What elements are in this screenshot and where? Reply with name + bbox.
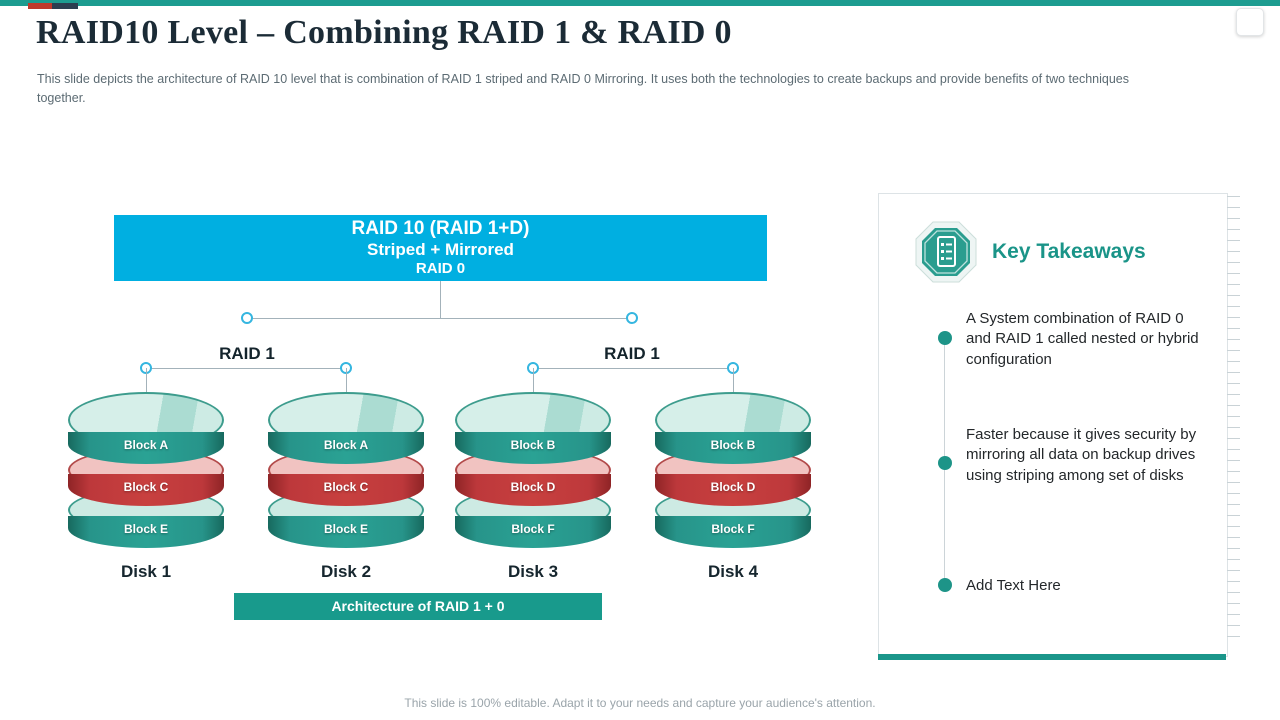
block-label: Block A [268, 432, 424, 464]
disk-label: Disk 1 [120, 562, 172, 581]
block-label: Block E [68, 516, 224, 548]
corner-note-icon[interactable] [1236, 8, 1264, 36]
block-label: Block B [455, 432, 611, 464]
disk-label: Disk 2 [320, 562, 372, 581]
raid10-line3: RAID 0 [415, 260, 466, 278]
block-label: Block A [68, 432, 224, 464]
disk-stack-4: Block B Block D Block F [655, 392, 811, 550]
block-label: Block C [68, 474, 224, 506]
connector-disk-stem [733, 368, 734, 398]
bullet-dot [938, 578, 952, 592]
connector-top-rail [247, 318, 632, 319]
panel-bottom-bar [878, 654, 1226, 660]
checklist-badge-icon [914, 220, 978, 284]
block-label: Block C [268, 474, 424, 506]
architecture-banner: Architecture of RAID 1 + 0 [234, 593, 602, 620]
block-label: Block D [655, 474, 811, 506]
raid10-header-box: RAID 10 (RAID 1+D) Striped + Mirrored RA… [114, 215, 767, 281]
block-label: Block E [268, 516, 424, 548]
bullet-dot [938, 331, 952, 345]
connector-node [626, 312, 638, 324]
takeaway-item: Add Text Here [966, 577, 1061, 594]
raid1-label-left: RAID 1 [219, 344, 275, 363]
disk-stack-2: Block A Block C Block E [268, 392, 424, 550]
block-label: Block B [655, 432, 811, 464]
disk-stack-1: Block A Block C Block E [68, 392, 224, 550]
connector-disk-stem [533, 368, 534, 398]
connector-right-rail [533, 368, 733, 369]
takeaway-item: A System combination of RAID 0 and RAID … [966, 310, 1199, 368]
raid1-label-right: RAID 1 [604, 344, 660, 363]
bullet-dot [938, 456, 952, 470]
connector-node [241, 312, 253, 324]
block-label: Block F [455, 516, 611, 548]
top-accent-red [28, 3, 52, 9]
block-label: Block F [655, 516, 811, 548]
raid10-line2: Striped + Mirrored [367, 240, 514, 260]
disk-stack-3: Block B Block D Block F [455, 392, 611, 550]
key-takeaways-title: Key Takeaways [992, 240, 1146, 263]
disk-label: Disk 4 [707, 562, 759, 581]
raid10-line1: RAID 10 (RAID 1+D) [351, 217, 530, 239]
disk-label: Disk 3 [507, 562, 559, 581]
connector-root-stem [440, 281, 441, 318]
connector-disk-stem [346, 368, 347, 398]
page-title: RAID10 Level – Combining RAID 1 & RAID 0 [36, 14, 732, 51]
connector-disk-stem [146, 368, 147, 398]
footer-note: This slide is 100% editable. Adapt it to… [404, 696, 876, 710]
top-accent-bar [0, 0, 1280, 6]
takeaway-item: Faster because it gives security by mirr… [966, 426, 1197, 484]
top-accent-navy [52, 3, 78, 9]
block-label: Block D [455, 474, 611, 506]
connector-left-rail [146, 368, 346, 369]
slide-subtitle: This slide depicts the architecture of R… [37, 72, 1129, 105]
panel-ruled-edge [1227, 196, 1240, 646]
